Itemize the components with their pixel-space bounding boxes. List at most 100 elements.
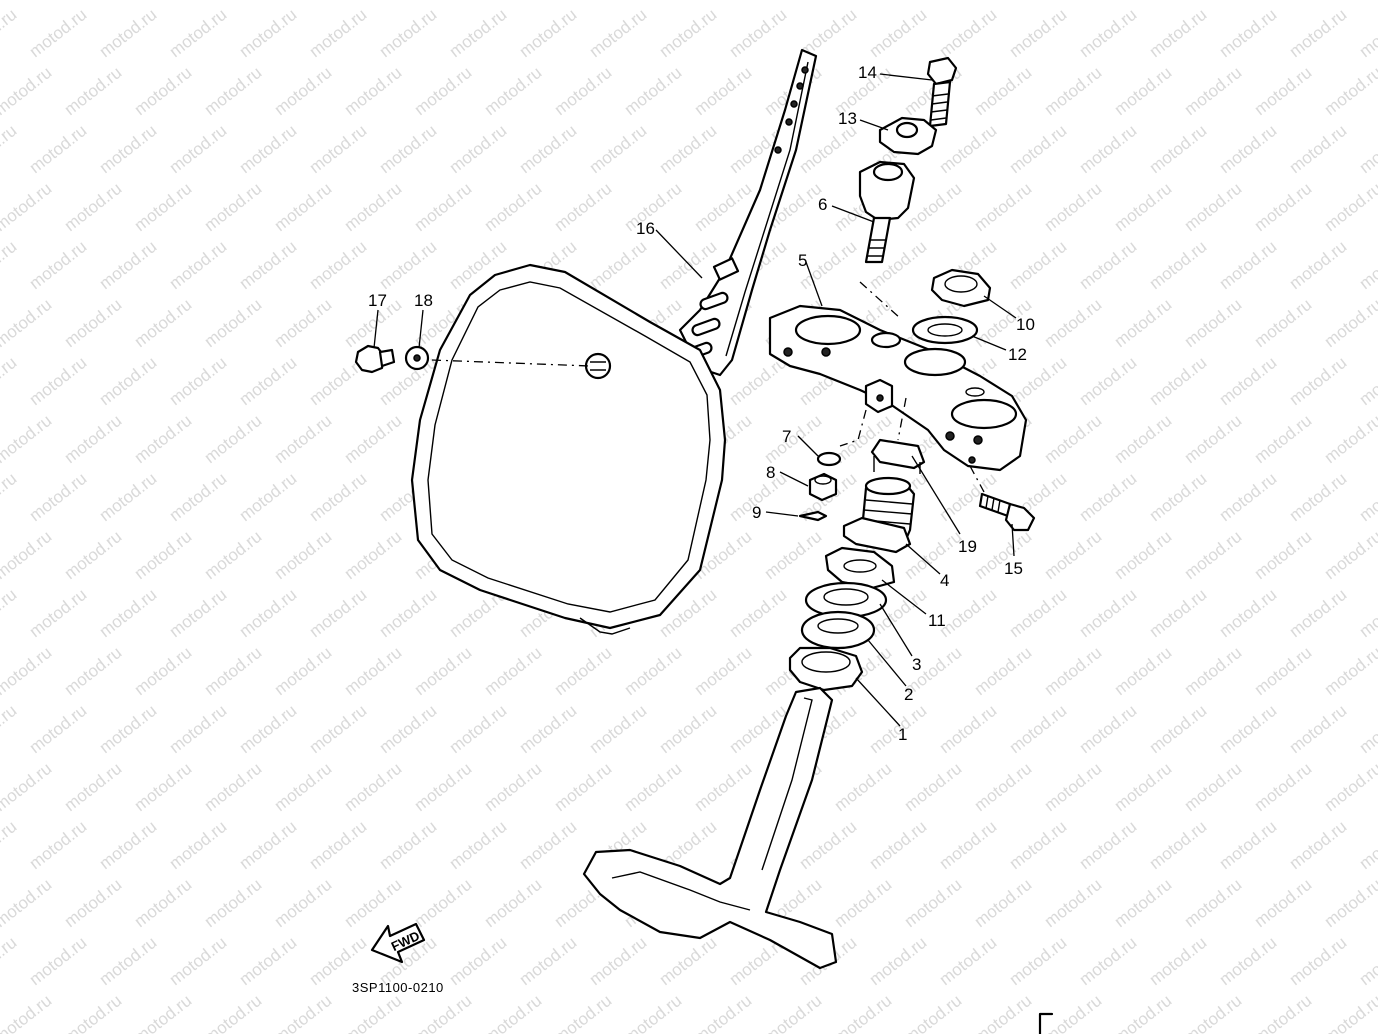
watermark-text: motod.ru xyxy=(1181,179,1246,235)
part-label-9: 9 xyxy=(752,503,761,522)
watermark-text: motod.ru xyxy=(831,0,896,3)
watermark-text: motod.ru xyxy=(516,121,581,177)
corner-mark xyxy=(1038,1012,1054,1034)
watermark-text: motod.ru xyxy=(1251,759,1316,815)
watermark-text: motod.ru xyxy=(26,469,91,525)
watermark-text: motod.ru xyxy=(376,237,441,293)
watermark-text: motod.ru xyxy=(1251,0,1316,3)
watermark-text: motod.ru xyxy=(1216,237,1281,293)
nut-part-7 xyxy=(864,378,894,414)
watermark-text: motod.ru xyxy=(1076,5,1141,61)
watermark-text: motod.ru xyxy=(936,5,1001,61)
watermark-text: motod.ru xyxy=(376,817,441,873)
part-label-11: 11 xyxy=(928,611,946,630)
watermark-text: motod.ru xyxy=(0,875,55,931)
bearing-part-2 xyxy=(800,610,876,650)
watermark-text: motod.ru xyxy=(1216,353,1281,409)
watermark-text: motod.ru xyxy=(61,991,126,1034)
cotter-pin-part-9 xyxy=(798,510,828,522)
watermark-text: motod.ru xyxy=(586,121,651,177)
watermark-text: motod.ru xyxy=(1041,527,1106,583)
watermark-text: motod.ru xyxy=(936,817,1001,873)
watermark-text: motod.ru xyxy=(1006,817,1071,873)
watermark-text: motod.ru xyxy=(481,643,546,699)
watermark-text: motod.ru xyxy=(446,5,511,61)
watermark-text: motod.ru xyxy=(971,63,1036,119)
watermark-text: motod.ru xyxy=(1041,0,1106,3)
watermark-text: motod.ru xyxy=(201,527,266,583)
watermark-text: motod.ru xyxy=(131,759,196,815)
watermark-text: motod.ru xyxy=(131,991,196,1034)
watermark-text: motod.ru xyxy=(411,875,476,931)
handlebar-clamp-part-13 xyxy=(878,116,938,156)
watermark-text: motod.ru xyxy=(1216,121,1281,177)
watermark-text: motod.ru xyxy=(1356,121,1378,177)
watermark-text: motod.ru xyxy=(691,0,756,3)
watermark-text: motod.ru xyxy=(1251,527,1316,583)
watermark-text: motod.ru xyxy=(0,991,55,1034)
assembly-line-plate xyxy=(431,359,591,367)
watermark-text: motod.ru xyxy=(0,701,20,757)
watermark-text: motod.ru xyxy=(0,527,55,583)
watermark-text: motod.ru xyxy=(866,933,931,989)
watermark-text: motod.ru xyxy=(0,179,55,235)
watermark-text: motod.ru xyxy=(0,63,55,119)
part-label-12: 12 xyxy=(1008,345,1027,364)
watermark-text: motod.ru xyxy=(341,991,406,1034)
watermark-text: motod.ru xyxy=(691,991,756,1034)
watermark-text: motod.ru xyxy=(586,237,651,293)
washer-part-7 xyxy=(816,451,842,467)
watermark-text: motod.ru xyxy=(1356,469,1378,525)
assembly-line-clip xyxy=(897,397,907,441)
ring-nut-part-4 xyxy=(842,476,916,554)
watermark-text: motod.ru xyxy=(411,643,476,699)
watermark-text: motod.ru xyxy=(0,817,20,873)
watermark-text: motod.ru xyxy=(516,817,581,873)
watermark-text: motod.ru xyxy=(1041,991,1106,1034)
watermark-text: motod.ru xyxy=(1181,759,1246,815)
watermark-text: motod.ru xyxy=(901,991,966,1034)
watermark-text: motod.ru xyxy=(1181,63,1246,119)
watermark-text: motod.ru xyxy=(96,5,161,61)
watermark-text: motod.ru xyxy=(586,701,651,757)
part-label-7: 7 xyxy=(782,427,791,446)
part-label-5: 5 xyxy=(798,251,807,270)
watermark-text: motod.ru xyxy=(26,5,91,61)
watermark-text: motod.ru xyxy=(691,63,756,119)
watermark-text: motod.ru xyxy=(1286,701,1351,757)
watermark-text: motod.ru xyxy=(1006,701,1071,757)
part-label-2: 2 xyxy=(904,685,913,704)
watermark-text: motod.ru xyxy=(201,643,266,699)
watermark-text: motod.ru xyxy=(376,121,441,177)
watermark-text: motod.ru xyxy=(236,701,301,757)
watermark-text: motod.ru xyxy=(551,0,616,3)
watermark-text: motod.ru xyxy=(1356,817,1378,873)
watermark-text: motod.ru xyxy=(26,817,91,873)
watermark-text: motod.ru xyxy=(1286,469,1351,525)
watermark-text: motod.ru xyxy=(1076,121,1141,177)
watermark-text: motod.ru xyxy=(236,585,301,641)
watermark-text: motod.ru xyxy=(761,991,826,1034)
watermark-text: motod.ru xyxy=(376,701,441,757)
part-label-16: 16 xyxy=(636,219,655,238)
assembly-line-nut xyxy=(839,409,867,447)
watermark-text: motod.ru xyxy=(271,63,336,119)
watermark-text: motod.ru xyxy=(1356,237,1378,293)
watermark-text: motod.ru xyxy=(1006,237,1071,293)
lock-nut-part-11 xyxy=(824,546,896,590)
part-label-13: 13 xyxy=(838,109,857,128)
watermark-text: motod.ru xyxy=(1356,701,1378,757)
bolt-part-14 xyxy=(926,56,958,128)
watermark-text: motod.ru xyxy=(0,0,55,3)
watermark-text: motod.ru xyxy=(901,0,966,3)
watermark-text: motod.ru xyxy=(236,469,301,525)
watermark-text: motod.ru xyxy=(0,933,20,989)
watermark-text: motod.ru xyxy=(1321,759,1378,815)
watermark-text: motod.ru xyxy=(1251,991,1316,1034)
watermark-text: motod.ru xyxy=(26,933,91,989)
watermark-text: motod.ru xyxy=(1216,585,1281,641)
watermark-text: motod.ru xyxy=(26,701,91,757)
watermark-text: motod.ru xyxy=(1181,411,1246,467)
watermark-text: motod.ru xyxy=(0,295,55,351)
part-label-14: 14 xyxy=(858,63,877,82)
